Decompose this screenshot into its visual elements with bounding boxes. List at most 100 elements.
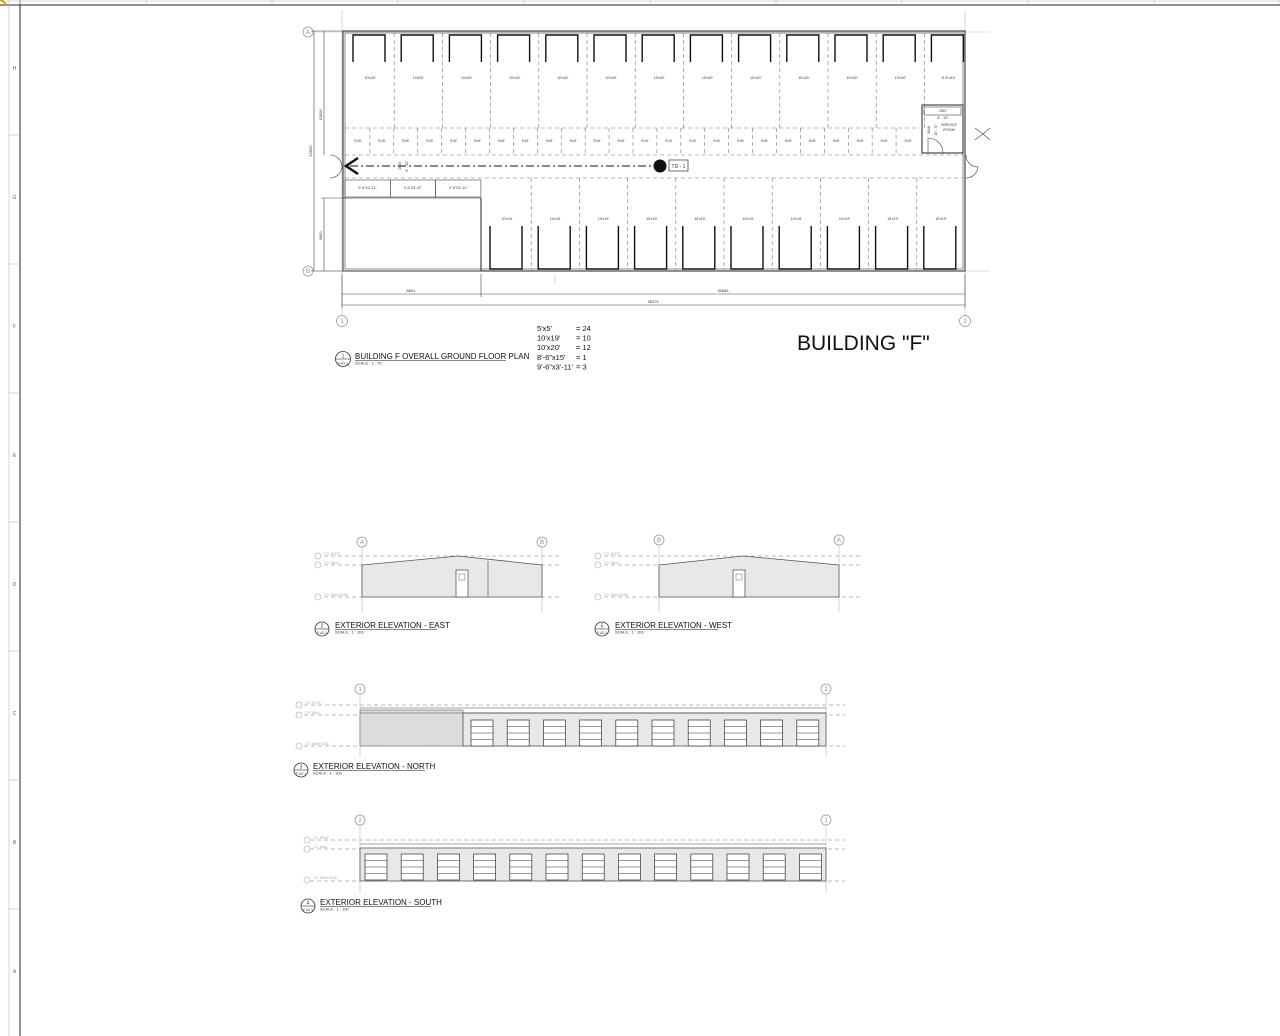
locker-unit: 5'x5' bbox=[441, 128, 458, 155]
locker-unit: 5'x5' bbox=[656, 128, 673, 155]
east-grid-right: B bbox=[540, 540, 544, 546]
rollup-door-icon bbox=[543, 719, 566, 747]
rollup-door-icon bbox=[874, 226, 909, 270]
bottom-unit-label: 10'x19' bbox=[743, 217, 754, 221]
locker-label: 5'x5' bbox=[546, 139, 553, 143]
elevation-south: 2 1 T.O. ROOF T.O. WALL T.O. MAIN SLAB 4… bbox=[300, 814, 845, 914]
locker-unit: 5'x5' bbox=[608, 128, 625, 155]
small-unit-row: 9'-6"X3'-11"9'-6"X3'-11"9'-6"X3'-11" bbox=[344, 179, 482, 198]
service-width-dim: 2667 bbox=[939, 109, 947, 113]
border-row-E: E bbox=[13, 453, 17, 459]
drain-tag: TD - 1 bbox=[672, 164, 686, 170]
legend-count: = 12 bbox=[576, 343, 591, 352]
top-unit: 10'x20' bbox=[586, 33, 627, 128]
west-scale: SCALE : 1 : 100 bbox=[615, 630, 644, 635]
rollup-door-icon bbox=[834, 34, 868, 62]
plan-scale: SCALE : 1 : 75 bbox=[355, 361, 382, 366]
rollup-door-icon bbox=[689, 34, 724, 62]
top-unit-label: 10'x20' bbox=[606, 76, 617, 80]
top-unit: 10'x20' bbox=[393, 33, 434, 128]
elevation-west: B A T.O. ROOF T.O. WALL T.O. MAIN SLAB 5… bbox=[594, 534, 862, 637]
north-level-tags: T.O. ROOF T.O. WALL T.O. MAIN SLAB bbox=[295, 701, 329, 750]
rollup-door-icon bbox=[618, 853, 641, 881]
locker-label: 5'x5' bbox=[402, 139, 409, 143]
rollup-door-icon bbox=[581, 853, 605, 881]
grid-bubble-col-1 bbox=[336, 315, 348, 327]
corridor-dim-imperial: 6' - 10" bbox=[405, 160, 409, 172]
border-row-D: D bbox=[13, 582, 17, 588]
locker-unit: 5'x5' bbox=[680, 128, 697, 155]
legend-size: 10'x19' bbox=[537, 334, 561, 343]
top-unit: 10'x20' bbox=[442, 33, 483, 128]
locker-label: 5'x5' bbox=[354, 139, 361, 143]
drain-icon bbox=[653, 159, 667, 173]
rollup-door-icon bbox=[923, 226, 957, 270]
locker-unit: 5'x5' bbox=[871, 128, 888, 155]
locker-label: 5'x5' bbox=[761, 139, 768, 143]
top-unit: 10'x20' bbox=[875, 33, 916, 128]
bottom-unit-label: 10'x19' bbox=[935, 217, 946, 221]
border-row-B: B bbox=[13, 840, 17, 846]
top-unit-label: 10'x20' bbox=[750, 76, 761, 80]
service-room-label-2: ROOM bbox=[943, 128, 954, 132]
legend-count: = 3 bbox=[576, 362, 587, 371]
service-room: 2667 8' - 10" SERVICE ROOM 3048 10' - 0" bbox=[921, 104, 991, 154]
legend-row: 9'-6"x3'-11'= 3 bbox=[537, 362, 587, 371]
bottom-unit-label: 10'x19' bbox=[502, 217, 513, 221]
drain-arrow-icon bbox=[343, 156, 359, 176]
rollup-door-icon bbox=[545, 34, 579, 62]
legend-row: 5'x5'= 24 bbox=[537, 324, 591, 333]
top-unit: 8'-6"x15' bbox=[924, 33, 965, 128]
top-unit-row: 10'x20' 10'x20' 10'x20' 10'x20' 10'x20' 10'x2… bbox=[352, 33, 965, 128]
top-unit-label: 10'x20' bbox=[557, 76, 568, 80]
top-unit-label: 10'x20' bbox=[847, 76, 858, 80]
grid-label-col-1: 1 bbox=[340, 319, 344, 325]
border-row-H: H bbox=[13, 66, 17, 72]
north-scale: SCALE : 1 : 100 bbox=[313, 771, 342, 776]
dim-right-bay: 30684 bbox=[717, 288, 729, 293]
north-level-roof: T.O. ROOF bbox=[305, 701, 321, 705]
north-sheet-ref: F-A2.1 bbox=[296, 772, 306, 776]
east-view-number: 2 bbox=[321, 624, 324, 630]
plan-view-number: 1 bbox=[342, 354, 345, 360]
top-unit-label: 10'x20' bbox=[413, 76, 424, 80]
service-dim-label: 8' - 10" bbox=[937, 116, 949, 120]
border-row-C: C bbox=[13, 711, 17, 717]
border-row-F: F bbox=[13, 324, 16, 330]
bottom-unit: 10'x19' bbox=[489, 217, 523, 270]
small-unit-label: 9'-6"X3'-11" bbox=[404, 186, 423, 190]
top-unit-label: 10'x20' bbox=[702, 76, 713, 80]
top-unit: 10'x20' bbox=[683, 33, 724, 128]
bottom-unit-label: 10'x19' bbox=[791, 217, 802, 221]
grid-label-row-b: B bbox=[306, 269, 310, 275]
locker-label: 5'x5' bbox=[474, 139, 481, 143]
south-level-tags: T.O. ROOF T.O. WALL T.O. MAIN SLAB bbox=[303, 836, 337, 884]
north-level-slab: T.O. MAIN SLAB bbox=[305, 742, 329, 746]
west-level-roof: T.O. ROOF bbox=[604, 552, 620, 556]
building-title: BUILDING "F" bbox=[797, 332, 930, 355]
rollup-door-icon bbox=[778, 226, 812, 270]
rollup-door-icon bbox=[726, 853, 750, 881]
bottom-unit: 10'x19' bbox=[868, 178, 909, 271]
east-level-slab: T.O. MAIN SLAB bbox=[324, 593, 348, 597]
service-small-dim: 10' - 0" bbox=[934, 124, 938, 136]
locker-unit: 5'x5' bbox=[465, 128, 481, 155]
west-grid-right: A bbox=[837, 538, 841, 544]
top-unit: 10'x20' bbox=[779, 33, 820, 128]
rollup-door-icon bbox=[437, 853, 460, 881]
legend-size: 5'x5' bbox=[537, 324, 553, 333]
north-title: EXTERIOR ELEVATION - NORTH bbox=[313, 762, 435, 771]
legend-size: 10'x20' bbox=[537, 343, 561, 352]
rollup-door-icon bbox=[537, 226, 571, 270]
east-level-wall: T.O. WALL bbox=[324, 561, 340, 565]
locker-unit: 5'x5' bbox=[704, 128, 721, 155]
rollup-door-icon bbox=[796, 719, 820, 747]
grid-label-col-2: 2 bbox=[963, 319, 967, 325]
rollup-door-icon bbox=[687, 719, 711, 747]
locker-label: 5'x5' bbox=[594, 139, 601, 143]
top-unit: 10'x20' bbox=[731, 33, 772, 128]
rollup-door-icon bbox=[633, 226, 668, 270]
locker-unit: 5'x5' bbox=[369, 128, 386, 155]
